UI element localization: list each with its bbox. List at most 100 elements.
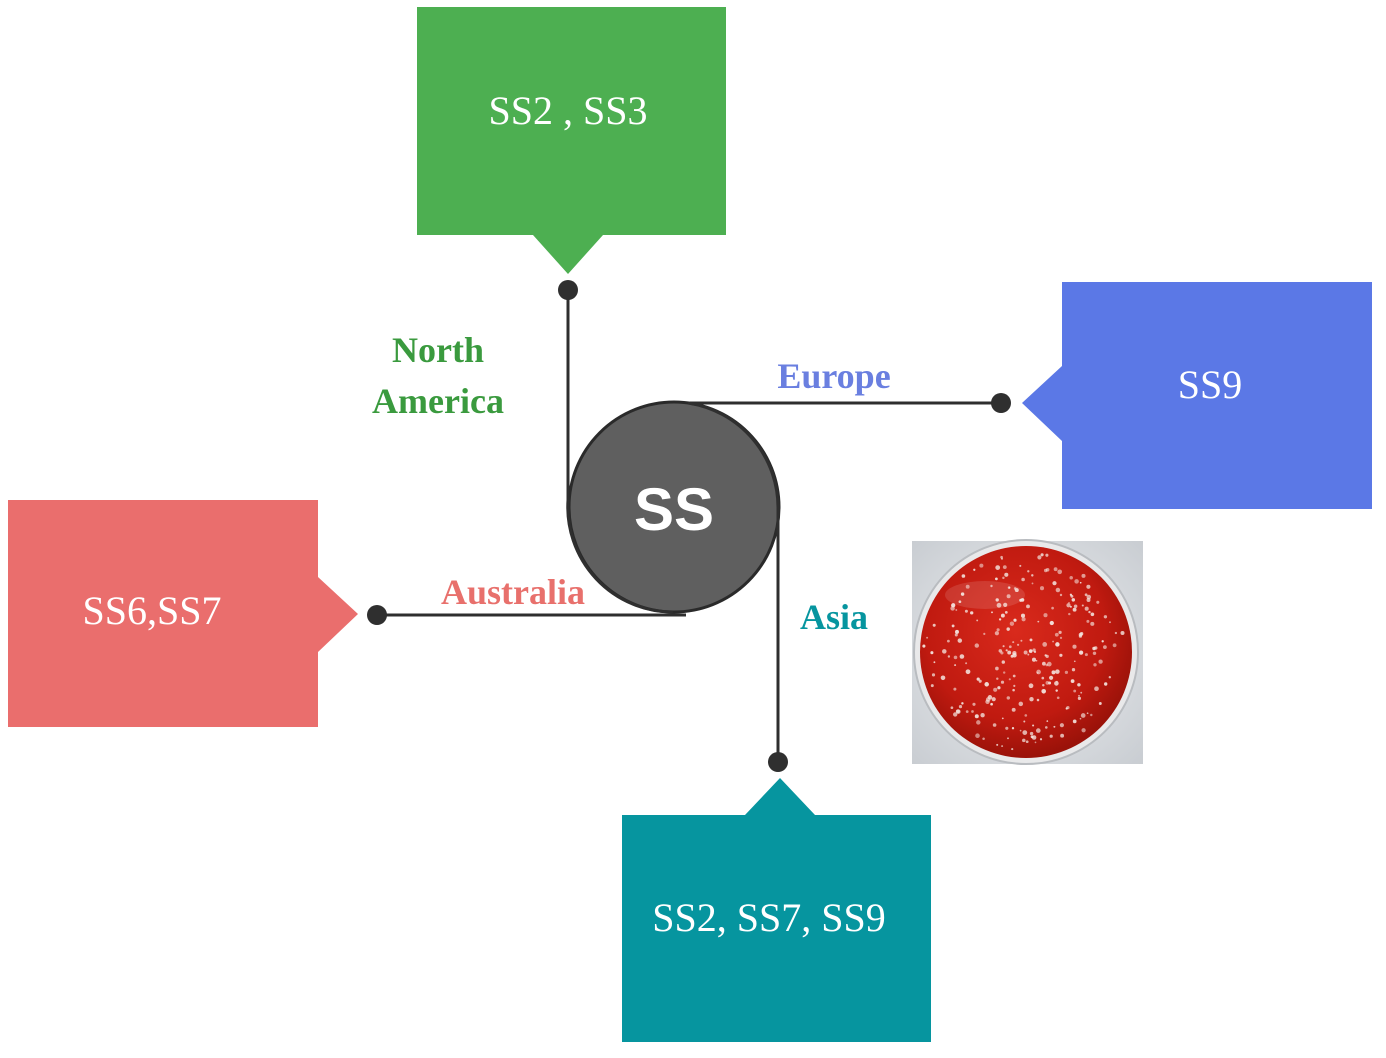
- colony-dot: [1101, 640, 1104, 643]
- colony-dot: [954, 664, 957, 667]
- colony-dot: [1073, 689, 1077, 693]
- colony-dot: [1029, 638, 1033, 642]
- colony-dot: [1046, 720, 1049, 722]
- colony-dot: [1071, 668, 1076, 672]
- colony-dot: [965, 669, 971, 675]
- colony-dot: [1021, 577, 1025, 582]
- colony-dot: [1013, 587, 1017, 590]
- colony-dot: [1008, 586, 1011, 589]
- colony-dot: [1074, 579, 1079, 584]
- asia-callout: SS2, SS7, SS9: [622, 778, 931, 1042]
- colony-dot: [1000, 680, 1005, 684]
- colony-dot: [997, 686, 1001, 690]
- colony-dot: [1103, 645, 1107, 649]
- colony-dot: [922, 644, 926, 648]
- colony-dot: [1019, 598, 1023, 602]
- australia-callout: SS6,SS7: [8, 500, 358, 727]
- colony-dot: [972, 702, 976, 706]
- center-label: SS: [634, 476, 714, 543]
- colony-dot: [1027, 570, 1030, 573]
- north-america-label-line2: America: [372, 381, 504, 421]
- colony-dot: [1000, 651, 1004, 655]
- colony-dot: [1090, 612, 1095, 617]
- colony-dot: [1011, 727, 1015, 730]
- colony-dot: [1002, 576, 1005, 580]
- colony-dot: [1084, 606, 1089, 611]
- colony-dot: [1011, 707, 1016, 712]
- colony-dot: [1092, 651, 1097, 656]
- colony-dot: [1098, 702, 1102, 705]
- europe-serotypes: SS9: [1178, 362, 1243, 407]
- colony-dot: [1000, 613, 1005, 618]
- colony-dot: [1028, 649, 1033, 653]
- colony-dot: [1005, 726, 1009, 730]
- colony-dot: [1042, 684, 1045, 687]
- australia-box: [8, 500, 358, 727]
- colony-dot: [1019, 729, 1022, 732]
- colony-dot: [955, 609, 958, 611]
- colony-dot: [995, 565, 1001, 570]
- colony-dot: [984, 682, 989, 687]
- colony-dot: [1072, 644, 1077, 649]
- europe-label: Europe: [777, 356, 890, 396]
- colony-dot: [1029, 731, 1034, 736]
- colony-dot: [987, 695, 993, 700]
- colony-dot: [1112, 643, 1117, 648]
- colony-dot: [1031, 657, 1037, 662]
- colony-dot: [964, 609, 968, 613]
- colony-dot: [1109, 621, 1111, 624]
- colony-dot: [1006, 594, 1011, 599]
- colony-dot: [940, 675, 946, 681]
- colony-dot: [1055, 587, 1061, 593]
- colony-dot: [1080, 713, 1086, 718]
- colony-dot: [996, 677, 999, 680]
- colony-dot: [953, 655, 958, 660]
- plate-glare: [945, 581, 1025, 609]
- colony-dot: [1054, 632, 1059, 637]
- colony-dot: [974, 714, 979, 719]
- colony-dot: [1025, 740, 1029, 744]
- colony-dot: [1086, 584, 1091, 589]
- colony-dot: [933, 661, 936, 664]
- colony-dot: [998, 618, 1002, 621]
- colony-dot: [1035, 659, 1038, 662]
- colony-dot: [1086, 594, 1092, 600]
- colony-dot: [1002, 645, 1005, 648]
- colony-dot: [1088, 610, 1091, 614]
- center-node: SS: [567, 400, 781, 614]
- north-america-callout: SS2 , SS3: [417, 7, 726, 274]
- colony-dot: [1012, 650, 1017, 656]
- colony-dot: [1077, 683, 1081, 687]
- colony-dot: [1059, 723, 1064, 728]
- colony-dot: [947, 655, 951, 658]
- colony-dot: [1023, 650, 1028, 655]
- colony-dot: [1098, 659, 1103, 664]
- colony-dot: [1053, 567, 1058, 572]
- colony-dot: [1059, 653, 1063, 657]
- colony-dot: [1049, 675, 1054, 680]
- colony-dot: [931, 673, 936, 677]
- colony-dot: [1037, 555, 1042, 560]
- colony-dot: [1068, 612, 1071, 616]
- colony-dot: [1090, 713, 1093, 717]
- colony-dot: [1011, 748, 1014, 751]
- colony-dot: [1007, 737, 1009, 740]
- colony-dot: [1013, 684, 1016, 687]
- colony-dot: [957, 638, 963, 643]
- colony-dot: [970, 611, 974, 615]
- colony-dot: [1012, 688, 1015, 692]
- colony-dot: [1040, 553, 1044, 557]
- colony-dot: [965, 662, 968, 665]
- colony-dot: [1069, 605, 1072, 608]
- colony-dot: [976, 619, 979, 622]
- colony-dot: [1064, 670, 1069, 675]
- colony-dot: [1002, 565, 1007, 570]
- colony-dot: [1022, 738, 1026, 743]
- colony-dot: [1043, 613, 1048, 618]
- colony-dot: [1032, 648, 1036, 652]
- colony-dot: [1017, 643, 1020, 646]
- colony-dot: [1045, 726, 1048, 729]
- colony-dot: [978, 679, 982, 683]
- colony-dot: [990, 584, 993, 588]
- colony-dot: [932, 623, 936, 627]
